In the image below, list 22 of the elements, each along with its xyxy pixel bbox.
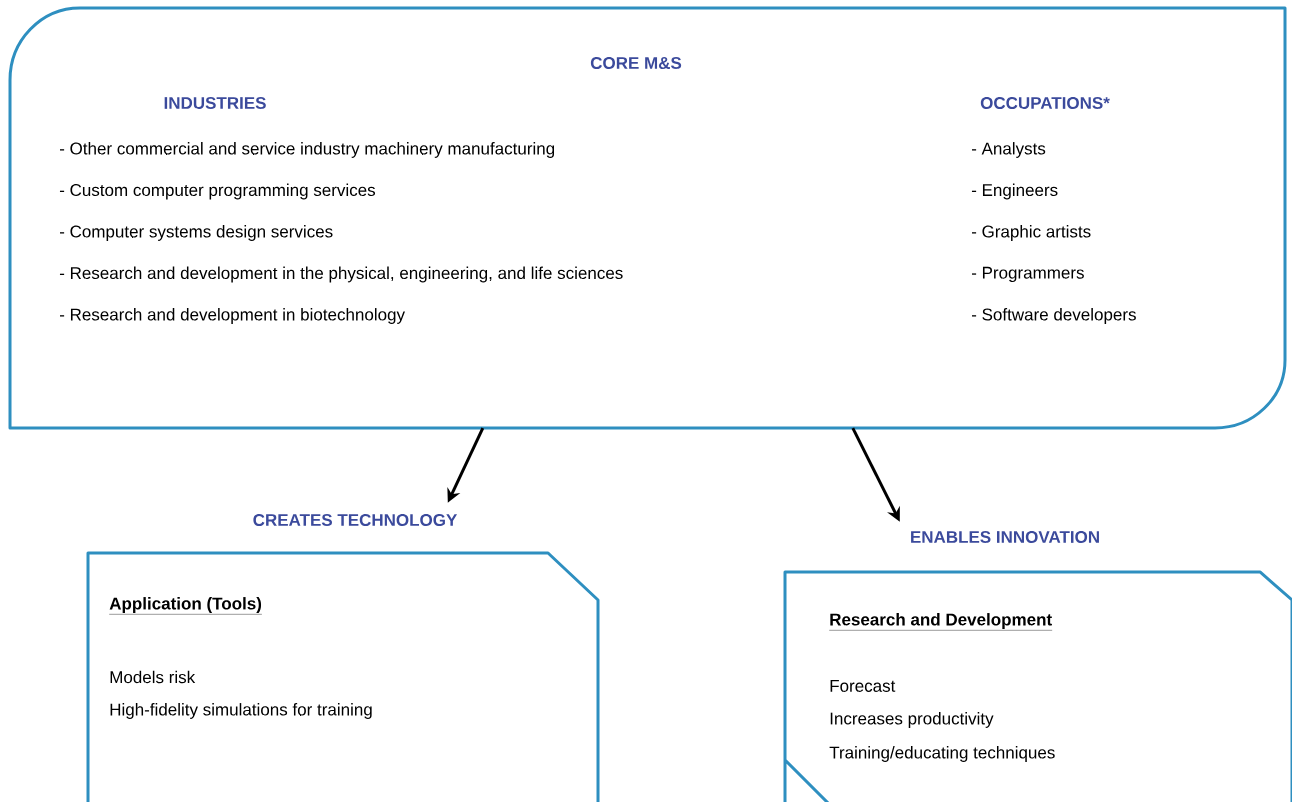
list-item: Forecast: [830, 680, 896, 692]
list-item: High-fidelity simulations for training: [110, 703, 372, 719]
list-item: - Research and development in biotechnology: [59, 308, 405, 324]
list-item: - Other commercial and service industry machinery manufacturing: [59, 142, 555, 158]
subheading: Application (Tools): [109, 597, 263, 615]
heading: INDUSTRIES: [164, 96, 266, 109]
list-item: - Programmers: [971, 266, 1084, 283]
subheading: Research and Development: [829, 613, 1053, 631]
list-item: - Research and development in the physical, engineering, and life sciences: [59, 266, 623, 283]
heading: CREATES TECHNOLOGY: [253, 513, 458, 526]
heading: CORE M&S: [590, 56, 682, 69]
heading: OCCUPATIONS*: [980, 96, 1110, 109]
list-item: Increases productivity: [830, 712, 994, 728]
heading: ENABLES INNOVATION: [911, 530, 1099, 543]
list-item: - Engineers: [971, 183, 1058, 200]
list-item: - Computer systems design services: [59, 225, 333, 241]
list-item: Models risk: [110, 670, 196, 684]
list-item: Training/educating techniques: [829, 746, 1055, 762]
list-item: - Custom computer programming services: [59, 183, 376, 200]
list-item: - Analysts: [971, 142, 1046, 158]
list-item: - Software developers: [971, 308, 1136, 324]
list-item: - Graphic artists: [971, 225, 1091, 241]
